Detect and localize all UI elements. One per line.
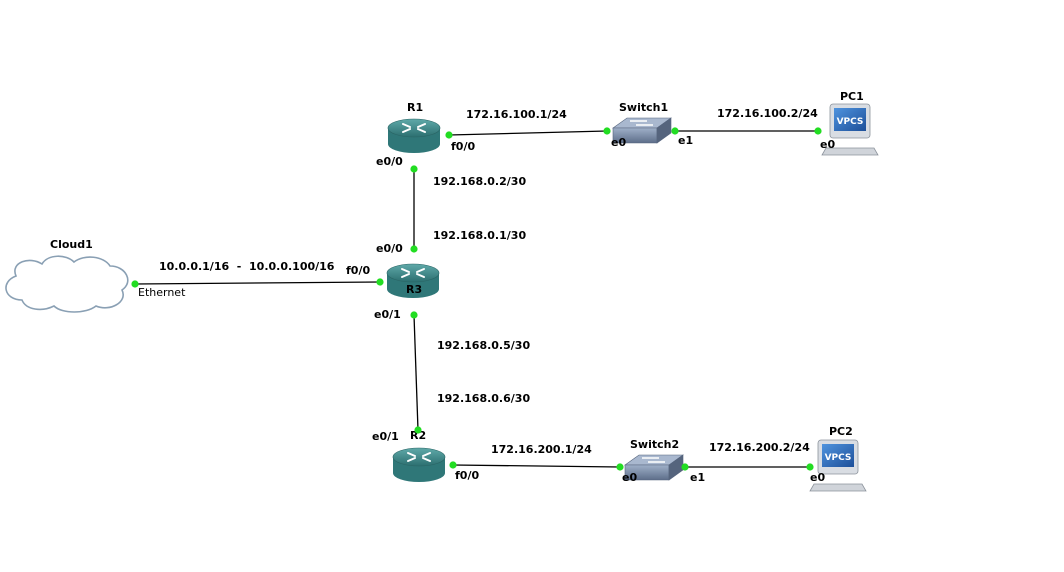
addr-label-r1-f00: 172.16.100.1/24 — [466, 108, 567, 121]
address-labels: 172.16.100.1/24 172.16.100.2/24 192.168.… — [159, 107, 818, 456]
port-dot[interactable] — [806, 463, 814, 471]
router-icon — [386, 263, 440, 298]
port-dot[interactable] — [410, 311, 418, 319]
port-labels: f0/0 e0/0 e0/0 f0/0 e0/1 e0/1 f0/0 e0 e1… — [138, 134, 835, 484]
addr-label-cloud-link: 10.0.0.1/16 - 10.0.0.100/16 — [159, 260, 335, 273]
node-pc1[interactable]: VPCS PC1 — [821, 90, 879, 156]
link-cloud1-r3[interactable] — [134, 281, 381, 285]
addr-label-r2-e01: 192.168.0.6/30 — [437, 392, 530, 405]
router-icon — [392, 447, 446, 482]
port-dot[interactable] — [131, 280, 139, 288]
addr-label-r3-e00: 192.168.0.1/30 — [433, 229, 526, 242]
node-r3[interactable]: R3 — [386, 263, 440, 298]
node-label-r3: R3 — [406, 283, 422, 296]
node-label-r2: R2 — [410, 429, 426, 442]
pc-screen-text: VPCS — [825, 453, 852, 463]
link-r2-switch2[interactable] — [452, 464, 621, 468]
addr-label-r2-f00: 172.16.200.1/24 — [491, 443, 592, 456]
port-dot[interactable] — [671, 127, 679, 135]
node-r2[interactable]: R2 — [392, 429, 446, 482]
port-dot[interactable] — [814, 127, 822, 135]
port-label-r3-f00: f0/0 — [346, 264, 370, 277]
port-label-sw2-e0: e0 — [622, 471, 637, 484]
switch-icon — [624, 454, 684, 481]
port-label-r1-f00: f0/0 — [451, 140, 475, 153]
node-pc2[interactable]: VPCS PC2 — [809, 425, 867, 492]
node-label-switch2: Switch2 — [630, 438, 679, 451]
node-label-r1: R1 — [407, 101, 423, 114]
port-label-pc1-e0: e0 — [820, 138, 835, 151]
link-r1-switch1[interactable] — [448, 130, 608, 136]
addr-label-pc1: 172.16.100.2/24 — [717, 107, 818, 120]
pc-icon: VPCS — [809, 439, 867, 492]
addr-label-r1-e00: 192.168.0.2/30 — [433, 175, 526, 188]
node-label-switch1: Switch1 — [619, 101, 668, 114]
port-dots — [131, 127, 822, 471]
port-dot[interactable] — [410, 245, 418, 253]
port-label-sw1-e0: e0 — [611, 136, 626, 149]
port-dot[interactable] — [445, 131, 453, 139]
links — [134, 130, 818, 468]
node-switch2[interactable]: Switch2 — [624, 438, 684, 481]
pc-screen-text: VPCS — [837, 117, 864, 127]
addr-label-r3-e01: 192.168.0.5/30 — [437, 339, 530, 352]
port-label-sw1-e1: e1 — [678, 134, 693, 147]
port-label-r2-e01: e0/1 — [372, 430, 399, 443]
port-dot[interactable] — [414, 426, 422, 434]
port-dot[interactable] — [616, 463, 624, 471]
port-label-r1-e00: e0/0 — [376, 155, 403, 168]
node-switch1[interactable]: Switch1 — [612, 101, 672, 144]
pc-icon: VPCS — [821, 103, 879, 156]
port-label-r3-e01: e0/1 — [374, 308, 401, 321]
port-dot[interactable] — [603, 127, 611, 135]
port-label-r3-e00: e0/0 — [376, 242, 403, 255]
addr-label-pc2: 172.16.200.2/24 — [709, 441, 810, 454]
link-r3-r2[interactable] — [413, 314, 419, 431]
port-label-r2-f00: f0/0 — [455, 469, 479, 482]
port-dot[interactable] — [681, 463, 689, 471]
node-label-pc2: PC2 — [829, 425, 853, 438]
node-cloud1[interactable]: Cloud1 — [5, 238, 129, 313]
cloud-icon — [5, 255, 129, 313]
node-label-cloud1: Cloud1 — [50, 238, 93, 251]
node-r1[interactable]: R1 — [387, 101, 441, 153]
router-icon — [387, 118, 441, 153]
switch-icon — [612, 117, 672, 144]
port-dot[interactable] — [376, 278, 384, 286]
port-dot[interactable] — [449, 461, 457, 469]
port-label-sw2-e1: e1 — [690, 471, 705, 484]
node-label-pc1: PC1 — [840, 90, 864, 103]
port-label-pc2-e0: e0 — [810, 471, 825, 484]
port-label-cloud-ethernet: Ethernet — [138, 286, 186, 299]
port-dot[interactable] — [410, 165, 418, 173]
